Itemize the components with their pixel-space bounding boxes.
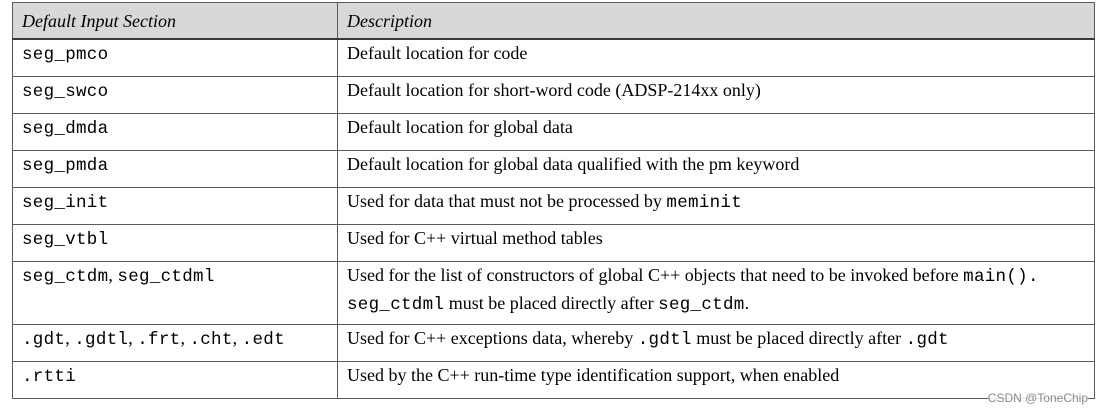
description-cell: Used for C++ exceptions data, whereby .g…: [337, 323, 1095, 362]
plain-text: must be placed directly after: [444, 292, 659, 313]
header-description: Description: [337, 2, 1095, 40]
plain-text: Used for data that must not be processed…: [347, 190, 667, 211]
description-cell: Default location for global data qualifi…: [337, 149, 1095, 188]
header-default-input-section: Default Input Section: [12, 2, 338, 40]
code-text: seg_ctdm: [658, 294, 745, 315]
section-name-cell: seg_init: [12, 186, 338, 225]
code-text: seg_ctdml: [347, 294, 445, 315]
section-name-cell: .rtti: [12, 360, 338, 399]
section-name-cell: seg_swco: [12, 75, 338, 114]
plain-text: Default location for short-word code (AD…: [347, 79, 761, 100]
table-row: seg_pmda Default location for global data…: [12, 149, 1095, 188]
plain-text: must be placed directly after: [691, 327, 906, 348]
code-text: seg_ctdm: [22, 266, 109, 287]
code-text: seg_init: [22, 192, 109, 213]
section-name-cell: seg_dmda: [12, 112, 338, 151]
table-row: seg_dmda Default location for global data: [12, 112, 1095, 151]
plain-text: ,: [108, 264, 118, 285]
description-cell: Default location for short-word code (AD…: [337, 75, 1095, 114]
code-text: .gdtl: [74, 329, 129, 350]
description-cell: Default location for global data: [337, 112, 1095, 151]
table-row: seg_swco Default location for short-word …: [12, 75, 1095, 114]
plain-text: Default location for global data: [347, 116, 573, 137]
code-text: .gdt: [905, 329, 949, 350]
code-text: .edt: [241, 329, 285, 350]
section-name-cell: seg_pmda: [12, 149, 338, 188]
section-name-cell: seg_ctdm, seg_ctdml: [12, 260, 338, 325]
code-text: .gdt: [22, 329, 66, 350]
input-sections-table: Default Input Section Description seg_pm…: [12, 2, 1095, 399]
code-text: meminit: [666, 192, 743, 213]
section-name-cell: .gdt, .gdtl, .frt, .cht, .edt: [12, 323, 338, 362]
table-row: .rtti Used by the C++ run-time type ident…: [12, 360, 1095, 399]
plain-text: ,: [65, 327, 75, 348]
code-text: seg_vtbl: [22, 229, 109, 250]
description-cell: Default location for code: [337, 38, 1095, 77]
description-cell: Used for C++ virtual method tables: [337, 223, 1095, 262]
table-row: seg_ctdm, seg_ctdml Used for the list of …: [12, 260, 1095, 325]
code-text: .gdtl: [637, 329, 692, 350]
code-text: seg_dmda: [22, 118, 109, 139]
description-cell: Used for data that must not be processed…: [337, 186, 1095, 225]
table-row: seg_pmco Default location for code: [12, 38, 1095, 77]
code-text: seg_pmco: [22, 45, 109, 65]
section-name-cell: seg_pmco: [12, 38, 338, 77]
table-header-row: Default Input Section Description: [12, 2, 1095, 40]
plain-text: Default location for global data qualifi…: [347, 153, 800, 174]
table-row: seg_vtbl Used for C++ virtual method tabl…: [12, 223, 1095, 262]
table-body: seg_pmco Default location for code seg_swc…: [12, 38, 1095, 399]
code-text: seg_ctdml: [117, 266, 215, 287]
code-text: main().: [963, 266, 1039, 287]
plain-text: ,: [180, 327, 190, 348]
code-text: seg_swco: [22, 81, 109, 102]
plain-text: Used by the C++ run-time type identifica…: [347, 364, 840, 385]
code-text: .cht: [189, 329, 233, 350]
plain-text: .: [744, 292, 750, 313]
section-name-cell: seg_vtbl: [12, 223, 338, 262]
plain-text: Used for the list of constructors of glo…: [347, 264, 964, 285]
code-text: .frt: [137, 329, 181, 350]
plain-text: Used for C++ exceptions data, whereby: [347, 327, 638, 348]
watermark: CSDN @ToneChip: [987, 391, 1088, 405]
description-cell: Used for the list of constructors of glo…: [337, 260, 1095, 325]
table-row: seg_init Used for data that must not be p…: [12, 186, 1095, 225]
description-cell: Used by the C++ run-time type identifica…: [337, 360, 1095, 399]
plain-text: ,: [128, 327, 138, 348]
plain-text: Default location for code: [347, 43, 528, 63]
code-text: .rtti: [22, 366, 77, 387]
code-text: seg_pmda: [22, 155, 109, 176]
plain-text: ,: [232, 327, 242, 348]
plain-text: Used for C++ virtual method tables: [347, 227, 603, 248]
